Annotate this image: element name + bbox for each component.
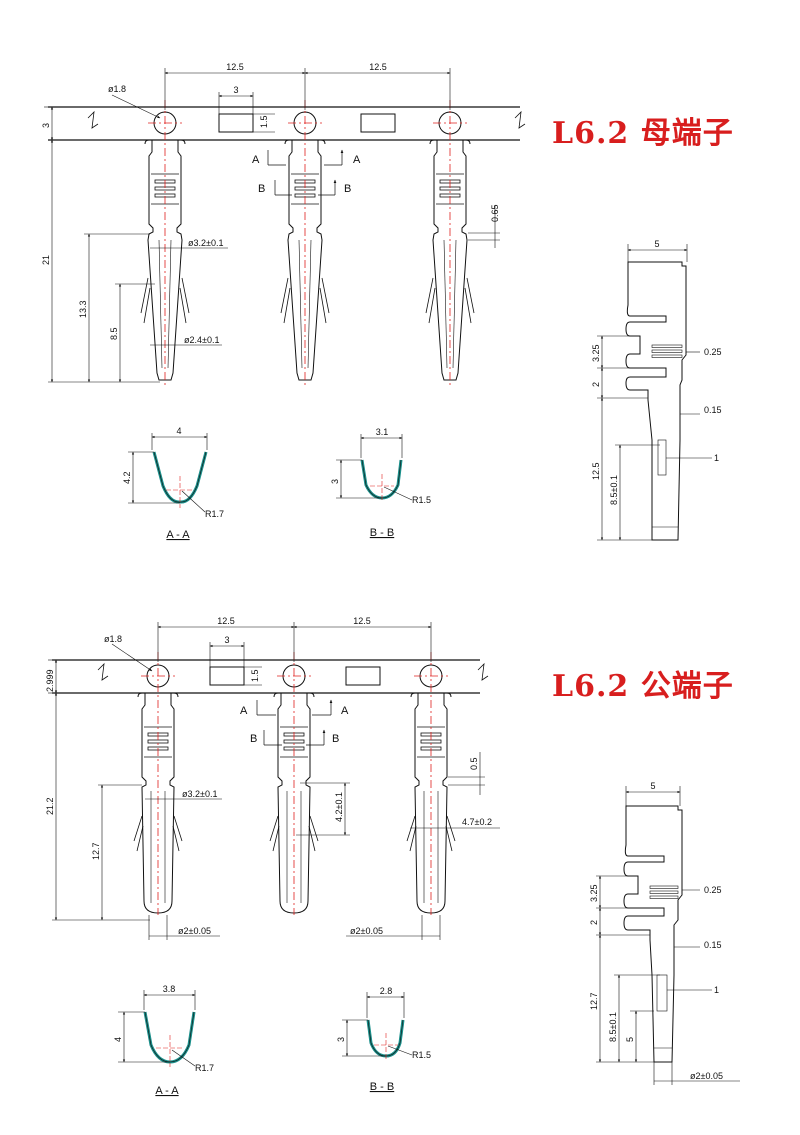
male-bb-width: 2.8 [380,986,393,996]
female-length-8-5: 8.5 [109,327,119,340]
male-aa-width: 3.8 [163,984,176,994]
male-section-b-right: B [332,733,339,745]
female-front-view: 12.5 12.5 ø1.8 3 1.5 3 21 13.3 8.5 ø3.2±… [41,62,526,385]
female-pitch-left: 12.5 [226,62,244,72]
male-section-a-right: A [341,705,349,717]
female-side-0-25: 0.25 [704,347,722,357]
male-side-1: 1 [714,985,719,995]
female-side-8-5: 8.5±0.1 [609,475,619,505]
female-dia-2-4: ø2.4±0.1 [184,335,219,345]
female-aa-height: 4.2 [122,471,132,484]
male-section-aa: 3.8 4 R1.7 A - A [113,984,214,1097]
male-side-3-25: 3.25 [589,884,599,902]
male-aa-label: A - A [155,1085,179,1097]
male-front-view: 12.5 12.5 ø1.8 3 1.5 2.999 21.2 12.7 ø3.… [45,616,500,940]
male-side-view: 5 3.25 2 12.7 8.5±0.1 5 0.25 0.15 1 ø2±0… [589,781,740,1085]
female-bb-width: 3.1 [376,427,389,437]
male-side-8-5: 8.5±0.1 [608,1012,618,1042]
female-side-2: 2 [591,382,601,387]
female-section-a-left: A [252,154,260,166]
male-side-width: 5 [650,781,655,791]
male-terminal-title: L6.2 公端子 [552,669,734,704]
female-bb-label: B - B [370,527,394,539]
female-side-0-15: 0.15 [704,405,722,415]
male-side-12-7: 12.7 [589,992,599,1010]
male-side-0-15: 0.15 [704,940,722,950]
female-section-aa: 4 4.2 R1.7 A - A [122,426,224,541]
female-section-b-right: B [344,183,351,195]
female-aa-label: A - A [166,529,190,541]
male-dia-2-b: ø2±0.05 [350,926,383,936]
male-dia-3-2: ø3.2±0.1 [182,789,217,799]
female-pitch-right: 12.5 [369,62,387,72]
male-aa-radius: R1.7 [195,1063,214,1073]
male-section-a-left: A [240,705,248,717]
female-side-view: 5 3.25 2 12.5 8.5±0.1 0.25 0.15 1 [591,239,722,541]
female-bb-radius: R1.5 [412,495,431,505]
female-length-13-3: 13.3 [78,300,88,318]
female-section-b-left: B [258,183,265,195]
male-strip-height: 2.999 [45,669,55,692]
female-aa-width: 4 [176,426,181,436]
male-length-4-2: 4.2±0.1 [334,792,344,822]
male-side-5: 5 [625,1037,635,1042]
male-section-bb: 2.8 3 R1.5 B - B [336,986,431,1093]
male-slot-width: 3 [224,635,229,645]
female-side-3-25: 3.25 [591,344,601,362]
female-side-12-5: 12.5 [591,462,601,480]
male-side-0-25: 0.25 [704,885,722,895]
female-terminal-title: L6.2 母端子 [552,116,734,151]
female-thickness-0-65: 0.65 [490,204,500,222]
male-slot-height: 1.5 [250,669,260,682]
male-length-12-7: 12.7 [91,842,101,860]
female-side-1: 1 [714,453,719,463]
male-pitch-right: 12.5 [353,616,371,626]
male-dia-2-a: ø2±0.05 [178,926,211,936]
male-bb-label: B - B [370,1081,394,1093]
female-dia-3-2: ø3.2±0.1 [188,238,223,248]
female-hole-dia: ø1.8 [108,84,126,94]
female-section-a-right: A [353,154,361,166]
male-side-2: 2 [589,920,599,925]
male-hole-dia: ø1.8 [104,634,122,644]
male-length-4-7: 4.7±0.2 [462,817,492,827]
female-strip-height: 3 [41,123,51,128]
male-aa-height: 4 [113,1037,123,1042]
male-bb-radius: R1.5 [412,1050,431,1060]
male-pitch-left: 12.5 [217,616,235,626]
male-side-dia: ø2±0.05 [690,1071,723,1081]
female-bb-height: 3 [330,479,340,484]
male-total-length: 21.2 [45,797,55,815]
male-thickness-0-5: 0.5 [469,757,479,770]
female-slot-height: 1.5 [259,115,269,128]
male-section-b-left: B [250,733,257,745]
female-side-width: 5 [654,239,659,249]
female-aa-radius: R1.7 [205,509,224,519]
female-section-bb: 3.1 3 R1.5 B - B [330,427,431,539]
female-total-length: 21 [41,255,51,265]
male-bb-height: 3 [336,1037,346,1042]
female-slot-width: 3 [233,85,238,95]
